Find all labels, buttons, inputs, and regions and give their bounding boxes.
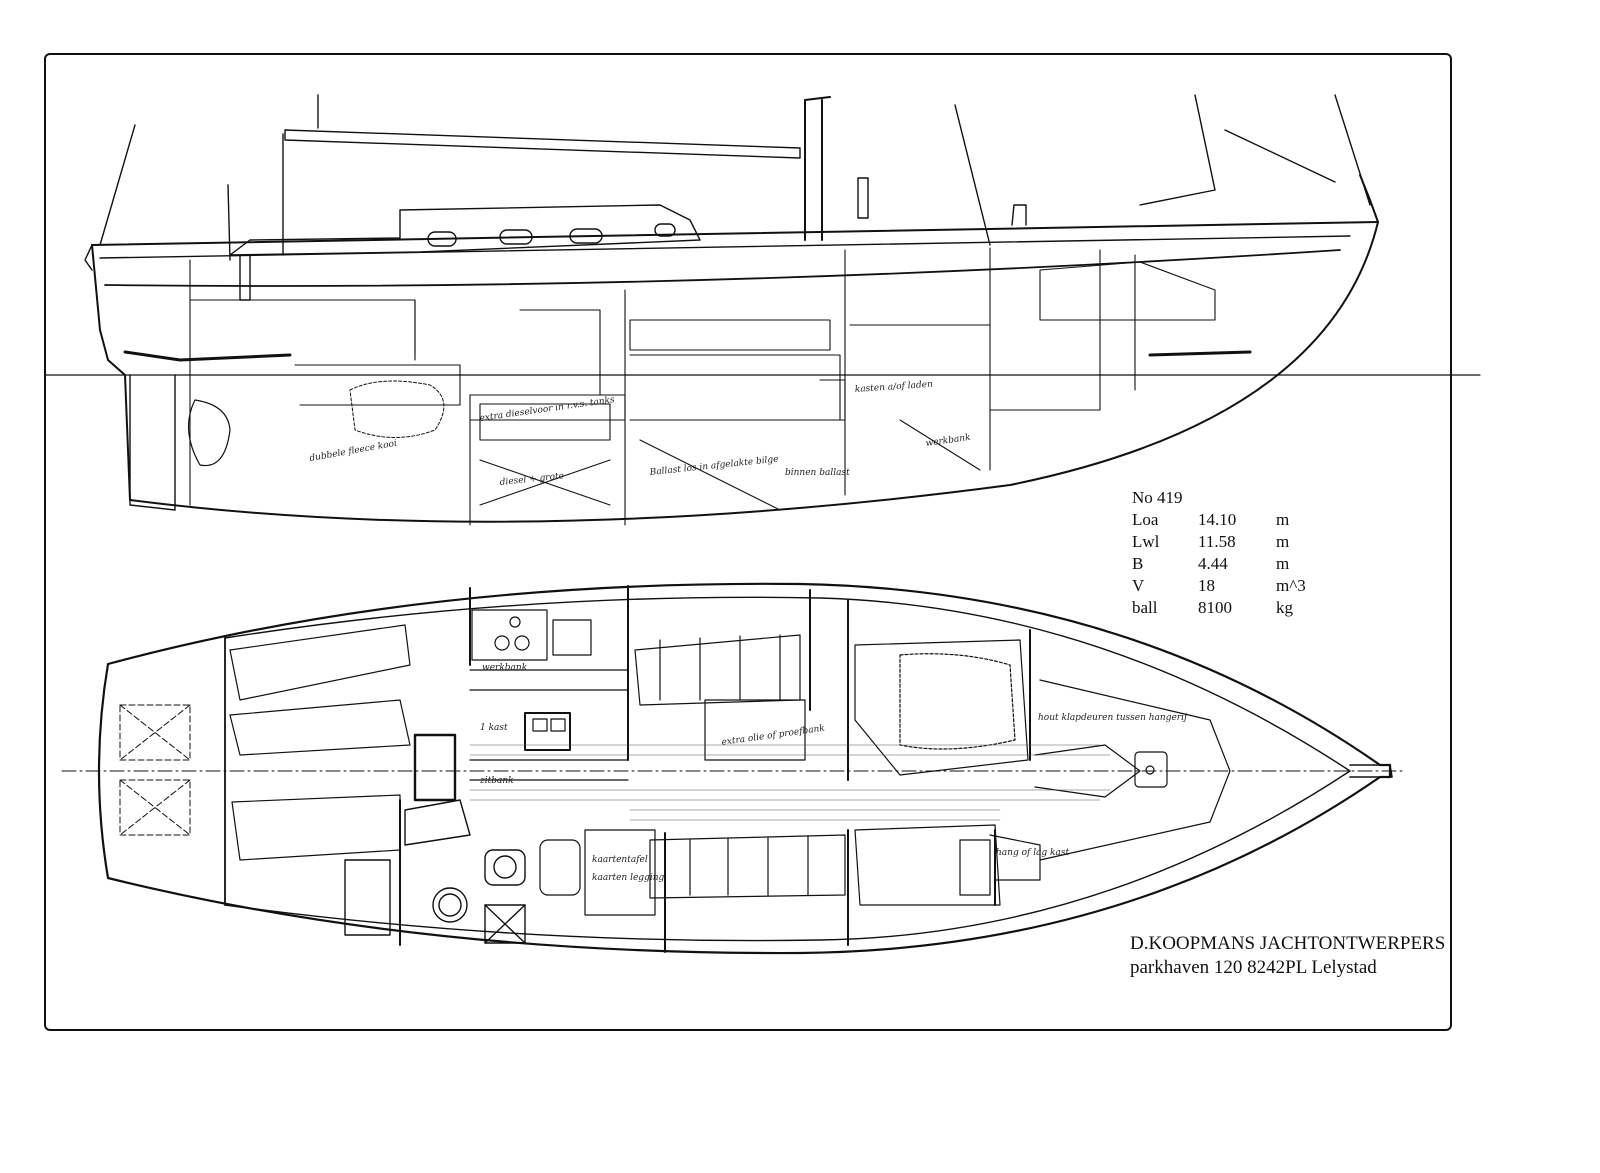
spec-label: V: [1132, 576, 1145, 595]
note-plan-0: werkbank: [482, 663, 527, 673]
profile-interior: [189, 247, 1216, 526]
spec-value: 18: [1198, 576, 1215, 595]
mast: [804, 96, 831, 241]
porthole: [499, 229, 533, 245]
jib-stay: [1139, 94, 1216, 206]
spec-label: B: [1132, 554, 1144, 573]
spec-row-lwl: Lwl 11.58 m: [1132, 531, 1306, 553]
plan-bulkheads: [399, 585, 1031, 953]
spec-unit: kg: [1276, 598, 1293, 617]
boom: [284, 129, 801, 159]
spec-value: 11.58: [1198, 532, 1236, 551]
bow-fitting: [1359, 174, 1379, 223]
sole-planking: [469, 744, 1111, 821]
handwritten-notes: extra dieselvoor in r.v.s. tanks dubbele…: [309, 380, 1187, 883]
spec-value: 14.10: [1198, 510, 1237, 529]
note-plan-5: kaarten legging: [592, 873, 664, 883]
designer-name: D.KOOPMANS JACHTONTWERPERS: [1130, 933, 1446, 954]
spec-unit: m: [1276, 532, 1290, 551]
bowsprit: [1349, 764, 1393, 778]
plan-hull-outline: [97, 582, 1392, 955]
cockpit-coaming: [224, 596, 1351, 942]
note-profile-6: werkbank: [925, 433, 971, 449]
heads: [344, 799, 526, 944]
spec-row-volume: V 18 m^3: [1132, 575, 1306, 597]
rub-rail: [104, 249, 1341, 287]
shroud: [954, 104, 991, 246]
note-plan-2: zitbank: [479, 776, 514, 786]
spec-value: 8100: [1198, 598, 1232, 617]
designer-address: parkhaven 120 8242PL Lelystad: [1130, 957, 1377, 978]
spec-label: ball: [1132, 598, 1158, 617]
aft-cabin: [229, 624, 457, 861]
spec-row-loa: Loa 14.10 m: [1132, 509, 1306, 531]
note-profile-5: kasten a/of laden: [855, 380, 934, 395]
spec-unit: m: [1276, 554, 1290, 573]
doghouse: [229, 204, 701, 256]
spec-table: No 419 Loa 14.10 m Lwl 11.58 m B 4.44 m V 18 m^3…: [1132, 487, 1306, 619]
sheer-line: [91, 221, 1379, 246]
rudder-section: [187, 399, 231, 467]
spec-row-ballast: ball 8100 kg: [1132, 597, 1306, 619]
porthole: [427, 231, 457, 247]
note-plan-4: kaartentafel: [592, 855, 648, 865]
spec-unit: m^3: [1276, 576, 1306, 595]
stern-rail: [84, 244, 93, 271]
spec-label: Loa: [1132, 510, 1159, 529]
note-profile-3: Ballast los in afgelakte bilge: [648, 455, 779, 479]
note-plan-6: hang of lag kast: [996, 848, 1069, 858]
spec-unit: m: [1276, 510, 1290, 529]
note-plan-7: hout klapdeuren tussen hangerij: [1038, 713, 1187, 723]
porthole: [654, 223, 676, 237]
lazarette: [119, 704, 191, 836]
profile-view: [45, 94, 1481, 526]
note-profile-1: dubbele fleece kooi: [309, 439, 398, 464]
saloon: [469, 609, 846, 916]
hull-outline: [91, 221, 1379, 523]
porthole: [569, 228, 603, 244]
skeg: [129, 374, 176, 511]
note-plan-3: extra olie of proefbank: [721, 724, 825, 748]
spec-label: Lwl: [1132, 532, 1160, 551]
tank-sketch: [349, 380, 445, 438]
spec-value: 4.44: [1198, 554, 1228, 573]
fwd-tank-bottom: [1148, 350, 1252, 357]
forward-cabin: [854, 639, 1231, 906]
stern-stay: [99, 124, 136, 246]
note-profile-4: binnen ballast: [785, 468, 850, 478]
spec-row-beam: B 4.44 m: [1132, 553, 1306, 575]
designer-block: D.KOOPMANS JACHTONTWERPERS parkhaven 120…: [1130, 932, 1445, 980]
note-plan-1: 1 kast: [480, 723, 508, 733]
aft-tank-bottom: [123, 350, 292, 362]
plan-view: [61, 582, 1406, 955]
ventilator: [857, 177, 869, 219]
hull-number: No 419: [1132, 488, 1183, 507]
pulpit: [1224, 129, 1336, 183]
dorade-vent: [1011, 204, 1027, 226]
